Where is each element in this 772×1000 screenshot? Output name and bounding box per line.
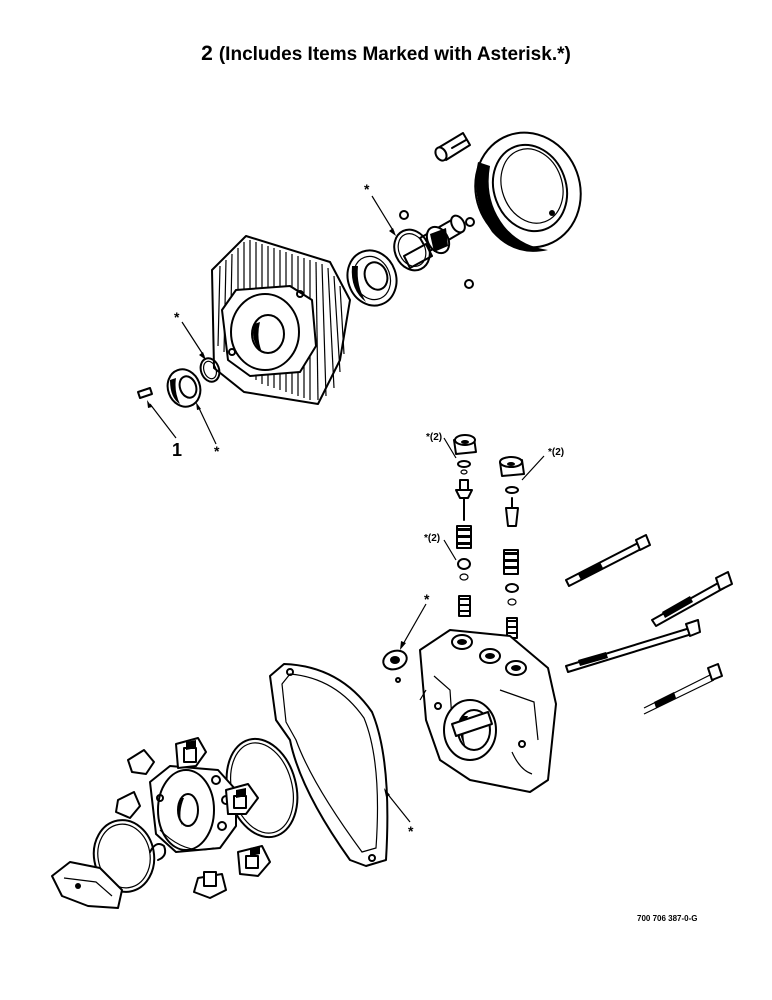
gasket-part (269, 663, 389, 867)
bolt-part (643, 663, 723, 715)
valve-stack-left (453, 434, 477, 617)
leader-line (401, 603, 427, 647)
piston-shoe-part (127, 749, 155, 775)
asterisk-callout: * (364, 181, 370, 197)
asterisk-callout: * (424, 591, 430, 607)
leader-line (197, 405, 217, 445)
leader-line (385, 791, 411, 823)
pin-part (434, 132, 471, 162)
arrow-head (400, 641, 406, 650)
valve-stack-right (499, 456, 525, 639)
item-1-callout: 1 (172, 440, 182, 460)
leader-line (443, 539, 457, 561)
piston-shoe-part (225, 783, 259, 815)
ball-part (465, 217, 475, 227)
arrow-head (384, 788, 390, 797)
piston-shoe-part (237, 845, 271, 877)
leader-line (443, 437, 457, 459)
pump-head-part (419, 629, 557, 793)
arrow-head (389, 228, 396, 236)
cylinder-block-part (149, 765, 237, 853)
outer-ring-part (474, 131, 582, 252)
title-text: (Includes Items Marked with Asterisk.*) (218, 44, 571, 65)
leader-line (521, 455, 545, 481)
asterisk-callout: * (174, 309, 180, 325)
ball-part (399, 210, 409, 220)
leader-line (149, 403, 177, 439)
clip-part (149, 843, 167, 861)
drawing-code: 700 706 387-0-G (637, 914, 698, 923)
asterisk-2-callout: *(2) (426, 432, 442, 443)
bolt-part (565, 619, 701, 673)
title-number: 2 (201, 42, 213, 65)
small-bearing-part (166, 368, 202, 408)
arrow-head (199, 352, 206, 360)
diagram-title: 2(Includes Items Marked with Asterisk.*) (0, 42, 772, 66)
asterisk-2-callout: *(2) (424, 533, 440, 544)
leader-line (371, 195, 395, 233)
ball-part (464, 279, 474, 289)
arrow-head (147, 400, 152, 408)
shaft-part (403, 214, 466, 269)
bolt-part (651, 571, 733, 627)
seal-ring-part (199, 357, 221, 383)
retaining-ring-part (393, 228, 431, 272)
swash-plate-part (51, 861, 123, 909)
bolt-part (565, 534, 651, 587)
piston-shoe-part (193, 871, 227, 899)
asterisk-callout: * (214, 443, 220, 459)
arrow-head (196, 402, 201, 410)
asterisk-2-callout: *(2) (548, 447, 564, 458)
leader-line (181, 321, 205, 357)
key-part (137, 387, 153, 399)
piston-shoe-part (175, 737, 207, 769)
bearing-part (346, 249, 398, 307)
cap-part (382, 649, 408, 683)
piston-shoe-part (115, 791, 141, 819)
finned-housing-part (211, 235, 351, 405)
asterisk-callout: * (408, 823, 414, 839)
